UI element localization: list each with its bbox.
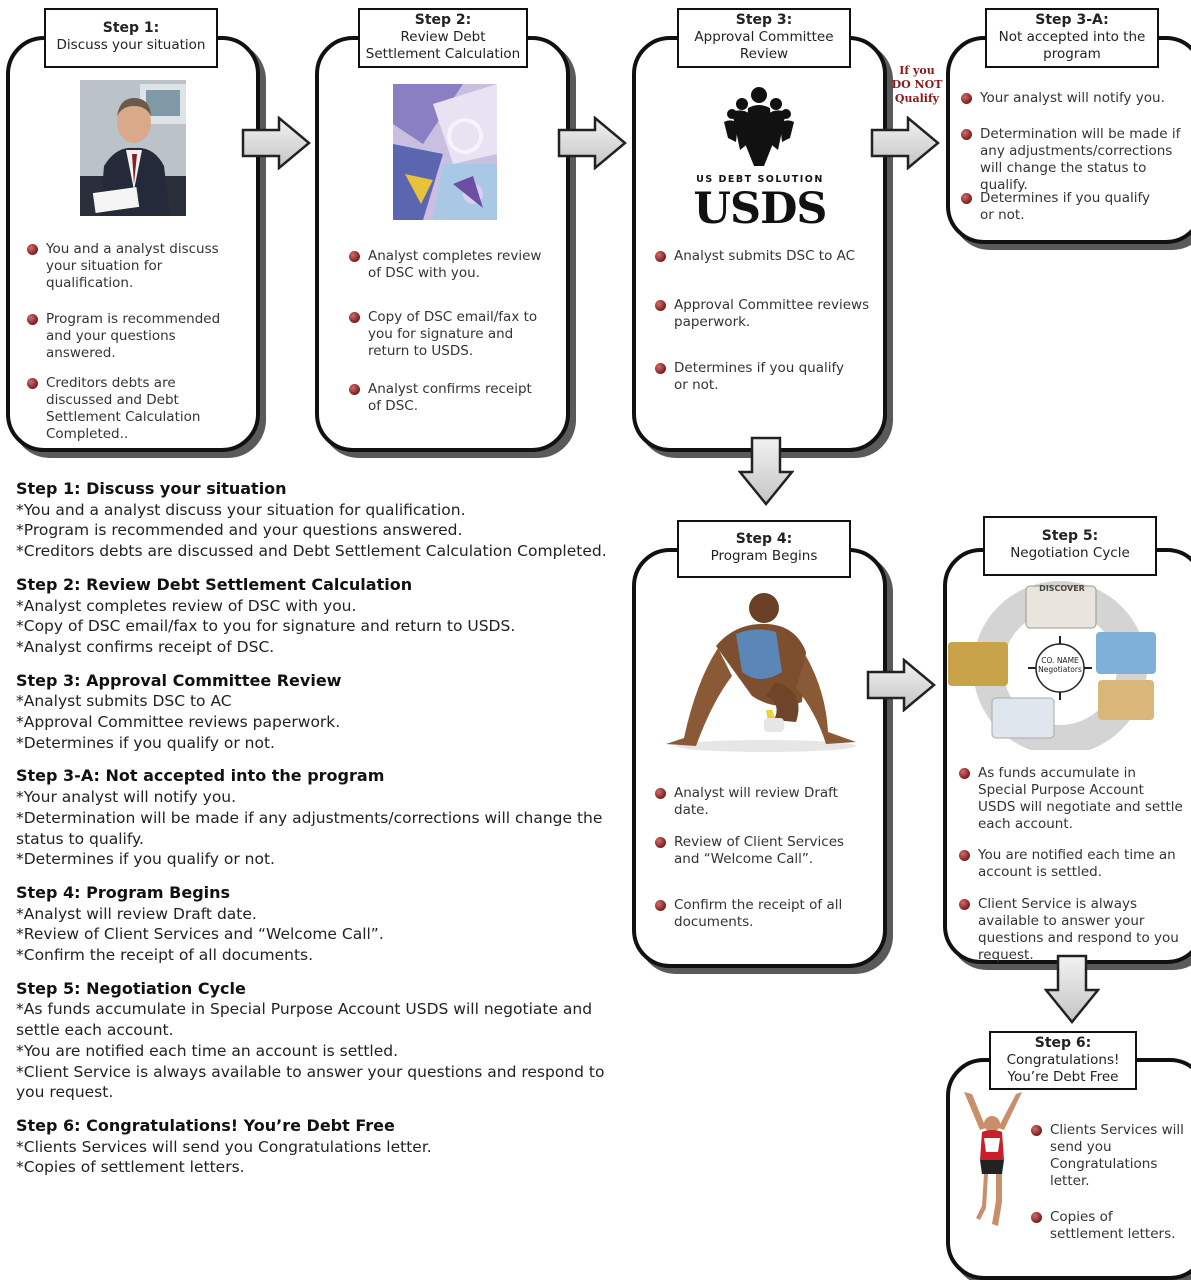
summary-line: *Approval Committee reviews paperwork.	[16, 713, 341, 732]
step3-title: Step 3:	[735, 12, 793, 28]
discover-card-label: DISCOVER	[1039, 584, 1085, 593]
summary-line: *Analyst submits DSC to AC	[16, 692, 232, 711]
step2-bullet-1: Analyst completes review of DSC with you…	[349, 248, 558, 282]
runner-celebrating-photo	[964, 1092, 1022, 1226]
summary-line: *You and a analyst discuss your situatio…	[16, 500, 466, 519]
step4-bullet-2: Review of Client Services and “Welcome C…	[655, 834, 870, 868]
step6-subtitle: Congratulations! You’re Debt Free	[1006, 1052, 1120, 1085]
businessman-photo	[80, 80, 186, 216]
summary-line: *Client Service is always available to a…	[16, 1062, 605, 1102]
step5-title: Step 5:	[1041, 528, 1099, 544]
summary-heading: Step 3-A: Not accepted into the program	[16, 766, 385, 786]
step6-title: Step 6:	[1034, 1035, 1092, 1051]
step2-bullet-2: Copy of DSC email/fax to you for signatu…	[349, 309, 538, 359]
step1-bullet-1: You and a analyst discuss your situation…	[27, 241, 246, 292]
summary-line: *Clients Services will send you Congratu…	[16, 1137, 432, 1156]
summary-line: *Confirm the receipt of all documents.	[16, 946, 314, 965]
summary-step1: Step 1: Discuss your situation *You and …	[16, 479, 616, 562]
step3-header: Step 3: Approval Committee Review	[677, 8, 851, 68]
step3a-bullet-1: Your analyst will notify you.	[961, 90, 1185, 107]
summary-line: *As funds accumulate in Special Purpose …	[16, 1000, 593, 1040]
summary-step6: Step 6: Congratulations! You’re Debt Fre…	[16, 1116, 616, 1178]
arrow-down-icon	[1044, 954, 1100, 1024]
step2-bullet-3: Analyst confirms receipt of DSC.	[349, 381, 538, 415]
summary-step3: Step 3: Approval Committee Review *Analy…	[16, 671, 616, 754]
summary-line: *Determines if you qualify or not.	[16, 850, 275, 869]
sprinter-photo	[666, 593, 856, 752]
arrow-down-icon	[738, 436, 794, 506]
summary-line: *Analyst confirms receipt of DSC.	[16, 637, 275, 656]
step4-header: Step 4: Program Begins	[677, 520, 851, 578]
step2-header: Step 2: Review Debt Settlement Calculati…	[358, 8, 528, 68]
people-group-icon	[724, 87, 794, 166]
step4-title: Step 4:	[735, 531, 793, 547]
branch-label: If you DO NOT Qualify	[891, 64, 943, 105]
step5-subtitle: Negotiation Cycle	[1010, 545, 1130, 561]
summary-line: *Analyst completes review of DSC with yo…	[16, 596, 357, 615]
summary-line: *Copy of DSC email/fax to you for signat…	[16, 617, 516, 636]
step6-header: Step 6: Congratulations! You’re Debt Fre…	[989, 1031, 1137, 1090]
steps-summary: Step 1: Discuss your situation *You and …	[16, 479, 616, 1191]
summary-line: *Review of Client Services and “Welcome …	[16, 925, 384, 944]
summary-heading: Step 1: Discuss your situation	[16, 479, 287, 498]
negotiation-cycle-image	[948, 581, 1156, 750]
step3a-header: Step 3-A: Not accepted into the program	[985, 8, 1159, 68]
step5-bullet-3: Client Service is always available to an…	[959, 896, 1188, 964]
summary-line: *Program is recommended and your questio…	[16, 521, 463, 540]
step5-bullet-2: You are notified each time an account is…	[959, 847, 1178, 881]
usds-logo-small-text: US DEBT SOLUTION	[696, 174, 824, 185]
step4-bullet-3: Confirm the receipt of all documents.	[655, 897, 854, 931]
step3-bullet-3: Determines if you qualify or not.	[655, 360, 854, 394]
step3a-title: Step 3-A:	[1035, 12, 1109, 28]
arrow-right-icon	[866, 658, 936, 712]
summary-heading: Step 6: Congratulations! You’re Debt Fre…	[16, 1115, 395, 1135]
summary-step5: Step 5: Negotiation Cycle *As funds accu…	[16, 979, 616, 1103]
arrow-right-icon	[241, 116, 311, 170]
summary-heading: Step 3: Approval Committee Review	[16, 670, 342, 690]
summary-step2: Step 2: Review Debt Settlement Calculati…	[16, 575, 616, 658]
step3a-bullet-3: Determines if you qualify or not.	[961, 190, 1160, 224]
summary-line: *Analyst will review Draft date.	[16, 904, 257, 923]
step3a-subtitle: Not accepted into the program	[998, 29, 1146, 62]
usds-logo: USDS	[693, 184, 828, 234]
summary-line: *You are notified each time an account i…	[16, 1041, 399, 1060]
step3-bullet-1: Analyst submits DSC to AC	[655, 248, 874, 265]
summary-line: *Copies of settlement letters.	[16, 1158, 245, 1177]
step1-subtitle: Discuss your situation	[56, 37, 206, 53]
abstract-art-image	[393, 84, 497, 220]
step6-bullet-2: Copies of settlement letters.	[1031, 1209, 1190, 1243]
step1-title: Step 1:	[102, 20, 160, 36]
summary-heading: Step 4: Program Begins	[16, 882, 231, 902]
step4-bullet-1: Analyst will review Draft date.	[655, 785, 874, 819]
summary-line: *Your analyst will notify you.	[16, 788, 237, 807]
step6-bullet-1: Clients Services will send you Congratul…	[1031, 1122, 1191, 1190]
summary-line: *Determines if you qualify or not.	[16, 733, 275, 752]
step3a-bullet-2: Determination will be made if any adjust…	[961, 126, 1188, 194]
arrow-right-icon	[870, 116, 940, 170]
step4-subtitle: Program Begins	[710, 548, 818, 564]
summary-line: *Creditors debts are discussed and Debt …	[16, 542, 607, 561]
step3a-card	[946, 36, 1191, 244]
summary-step3a: Step 3-A: Not accepted into the program …	[16, 766, 616, 870]
summary-heading: Step 2: Review Debt Settlement Calculati…	[16, 574, 413, 594]
step1-bullet-2: Program is recommended and your question…	[27, 311, 246, 362]
summary-line: *Determination will be made if any adjus…	[16, 808, 603, 848]
step2-subtitle: Review Debt Settlement Calculation	[365, 29, 521, 62]
step1-bullet-3: Creditors debts are discussed and Debt S…	[27, 375, 246, 443]
step2-title: Step 2:	[414, 12, 472, 28]
arrow-right-icon	[557, 116, 627, 170]
negotiators-center-label: CO. NAME Negotiators	[1038, 656, 1082, 674]
step3-subtitle: Approval Committee Review	[694, 29, 834, 62]
step5-bullet-1: As funds accumulate in Special Purpose A…	[959, 765, 1183, 832]
summary-step4: Step 4: Program Begins *Analyst will rev…	[16, 883, 616, 966]
step3-bullet-2: Approval Committee reviews paperwork.	[655, 297, 874, 331]
step1-header: Step 1: Discuss your situation	[44, 8, 218, 68]
summary-heading: Step 5: Negotiation Cycle	[16, 978, 246, 998]
step5-header: Step 5: Negotiation Cycle	[983, 516, 1157, 576]
